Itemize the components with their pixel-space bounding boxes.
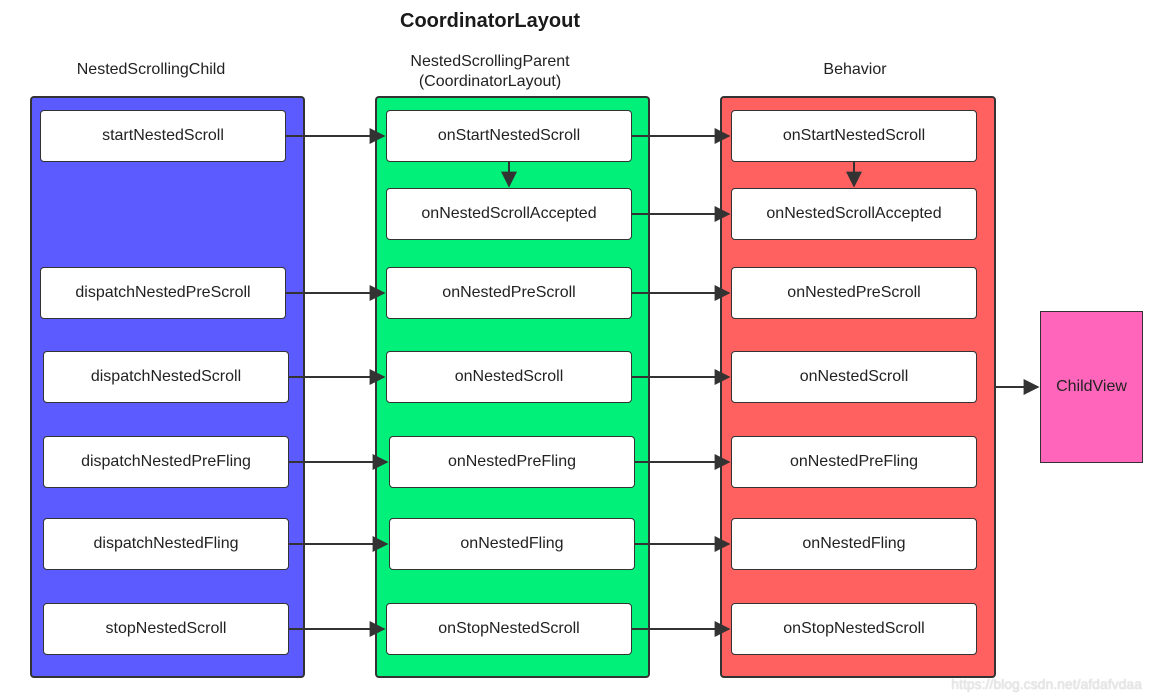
parent-node-on-start-nested-scroll: onStartNestedScroll bbox=[386, 110, 632, 162]
parent-node-on-nested-scroll-accepted: onNestedScrollAccepted bbox=[386, 188, 632, 240]
parent-node-on-stop-nested-scroll: onStopNestedScroll bbox=[386, 603, 632, 655]
parent-node-on-nested-fling: onNestedFling bbox=[389, 518, 635, 570]
parent-node-on-nested-pre-scroll: onNestedPreScroll bbox=[386, 267, 632, 319]
behavior-node-on-nested-scroll-accepted: onNestedScrollAccepted bbox=[731, 188, 977, 240]
behavior-node-on-nested-fling: onNestedFling bbox=[731, 518, 977, 570]
child-node-dispatch-nested-pre-scroll: dispatchNestedPreScroll bbox=[40, 267, 286, 319]
behavior-node-on-start-nested-scroll: onStartNestedScroll bbox=[731, 110, 977, 162]
child-node-start-nested-scroll: startNestedScroll bbox=[40, 110, 286, 162]
behavior-node-on-stop-nested-scroll: onStopNestedScroll bbox=[731, 603, 977, 655]
behavior-column-label: Behavior bbox=[823, 61, 887, 78]
behavior-node-on-nested-scroll: onNestedScroll bbox=[731, 351, 977, 403]
child-node-dispatch-nested-scroll: dispatchNestedScroll bbox=[43, 351, 289, 403]
behavior-node-on-nested-pre-scroll: onNestedPreScroll bbox=[731, 267, 977, 319]
child-node-stop-nested-scroll: stopNestedScroll bbox=[43, 603, 289, 655]
parent-node-on-nested-pre-fling: onNestedPreFling bbox=[389, 436, 635, 488]
childview-box: ChildView bbox=[1040, 311, 1143, 463]
parent-node-on-nested-scroll: onNestedScroll bbox=[386, 351, 632, 403]
watermark: https://blog.csdn.net/afdafvdaa bbox=[951, 676, 1142, 692]
diagram-title: CoordinatorLayout bbox=[400, 10, 580, 32]
parent-column-label-line1: NestedScrollingParent bbox=[410, 53, 570, 70]
behavior-node-on-nested-pre-fling: onNestedPreFling bbox=[731, 436, 977, 488]
parent-column-label: NestedScrollingParent (CoordinatorLayout… bbox=[375, 52, 605, 92]
parent-column-label-line2: (CoordinatorLayout) bbox=[418, 73, 562, 90]
child-node-dispatch-nested-fling: dispatchNestedFling bbox=[43, 518, 289, 570]
child-column-label: NestedScrollingChild bbox=[76, 61, 226, 78]
child-node-dispatch-nested-pre-fling: dispatchNestedPreFling bbox=[43, 436, 289, 488]
